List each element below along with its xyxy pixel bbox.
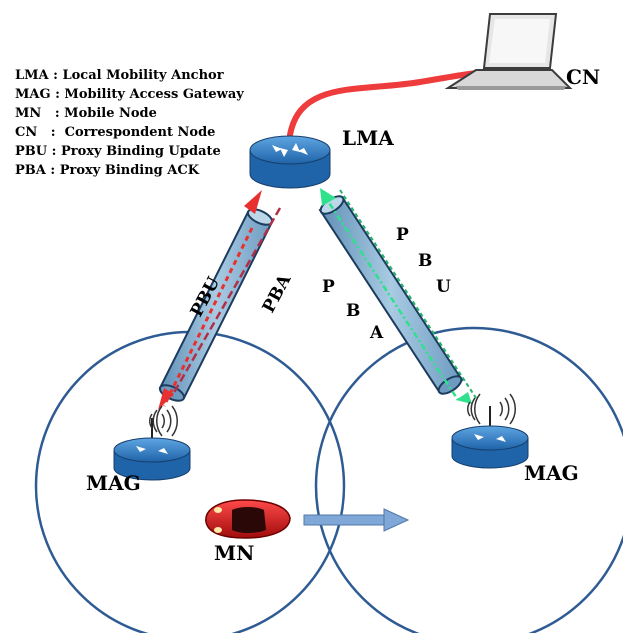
tunnel-left xyxy=(158,190,282,410)
pbu-left-line xyxy=(162,227,254,407)
pba-right-line xyxy=(339,189,477,399)
legend-lma: LMA : Local Mobility Anchor xyxy=(15,68,224,83)
legend-cn: CN : Correspondent Node xyxy=(15,125,215,140)
pba-left-arrowhead xyxy=(158,388,174,410)
legend-pba: PBA : Proxy Binding ACK xyxy=(15,163,200,178)
svg-text:U: U xyxy=(436,277,451,297)
legend-mag: MAG : Mobility Access Gateway xyxy=(15,87,244,102)
mag-left-router-icon xyxy=(113,437,191,481)
left-pba-label: PBA xyxy=(259,271,296,317)
svg-text:P: P xyxy=(322,277,335,297)
tunnel-right xyxy=(318,188,477,404)
mag-right-label: MAG xyxy=(524,461,579,485)
right-pbu-label: P B U xyxy=(396,225,451,297)
lma-label: LMA xyxy=(342,126,394,150)
cn-label: CN xyxy=(566,65,600,89)
mag-left-label: MAG xyxy=(86,471,141,495)
legend-mn: MN : Mobile Node xyxy=(15,106,157,121)
pba-right-arrowhead xyxy=(456,392,472,404)
svg-text:B: B xyxy=(346,301,360,321)
pba-left-line xyxy=(170,207,282,397)
motion-arrow-icon xyxy=(303,508,410,532)
cell-right xyxy=(314,326,623,633)
mag-left-antenna-icon xyxy=(149,405,179,440)
right-pba-label: P B A xyxy=(322,277,384,343)
svg-text:A: A xyxy=(369,323,384,343)
legend: LMA : Local Mobility Anchor MAG : Mobili… xyxy=(15,68,244,178)
svg-text:B: B xyxy=(418,251,432,271)
legend-pbu: PBU : Proxy Binding Update xyxy=(15,144,221,159)
svg-text:P: P xyxy=(396,225,409,245)
pbu-right-arrowhead xyxy=(320,188,336,206)
car-icon xyxy=(205,499,291,539)
lma-router-icon xyxy=(249,135,331,189)
laptop-icon xyxy=(444,13,573,90)
pbu-left-arrowhead xyxy=(244,190,262,214)
mag-right-antenna-icon xyxy=(467,393,517,428)
mag-right-router-icon xyxy=(451,425,529,469)
mn-label: MN xyxy=(214,541,254,565)
